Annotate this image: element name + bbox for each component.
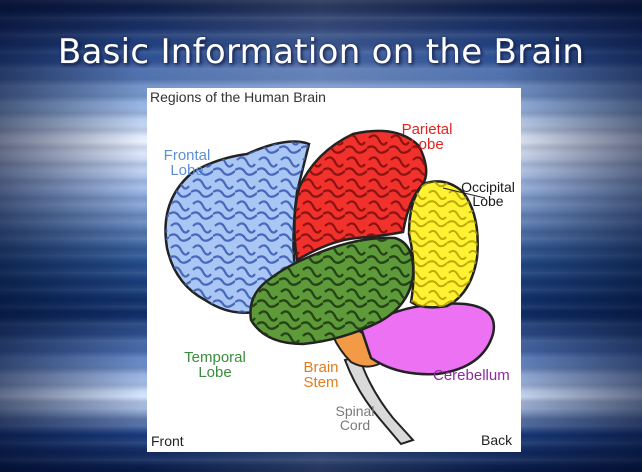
parietal-lobe-label-line1: Parietal [397, 122, 457, 137]
occipital-lobe-label: Occipital Lobe [455, 180, 521, 208]
frontal-lobe-label: Frontal Lobe [155, 148, 219, 178]
spinal-cord-label-line2: Cord [329, 418, 381, 432]
brain-stem-label-line1: Brain [297, 360, 345, 375]
brain-stem-label-line2: Stem [297, 375, 345, 390]
front-direction-label: Front [151, 434, 184, 448]
temporal-lobe-label-line1: Temporal [175, 350, 255, 365]
temporal-lobe-label: Temporal Lobe [175, 350, 255, 380]
occipital-lobe-label-line1: Occipital [455, 180, 521, 194]
parietal-lobe-label-line2: Lobe [397, 137, 457, 152]
brain-illustration [147, 88, 521, 452]
parietal-lobe-label: Parietal Lobe [397, 122, 457, 152]
figure-title: Regions of the Human Brain [150, 90, 326, 104]
temporal-lobe-label-line2: Lobe [175, 365, 255, 380]
spinal-cord-label-line1: Spinal [329, 404, 381, 418]
cerebellum-label: Cerebellum [433, 368, 510, 383]
spinal-cord-label: Spinal Cord [329, 404, 381, 432]
back-direction-label: Back [481, 433, 512, 447]
brain-diagram: Regions of the Human Brain Frontal Lobe … [147, 88, 521, 452]
occipital-lobe-label-line2: Lobe [455, 194, 521, 208]
brain-stem-label: Brain Stem [297, 360, 345, 390]
frontal-lobe-label-line1: Frontal [155, 148, 219, 163]
frontal-lobe-label-line2: Lobe [155, 163, 219, 178]
slide-title: Basic Information on the Brain [0, 32, 642, 72]
